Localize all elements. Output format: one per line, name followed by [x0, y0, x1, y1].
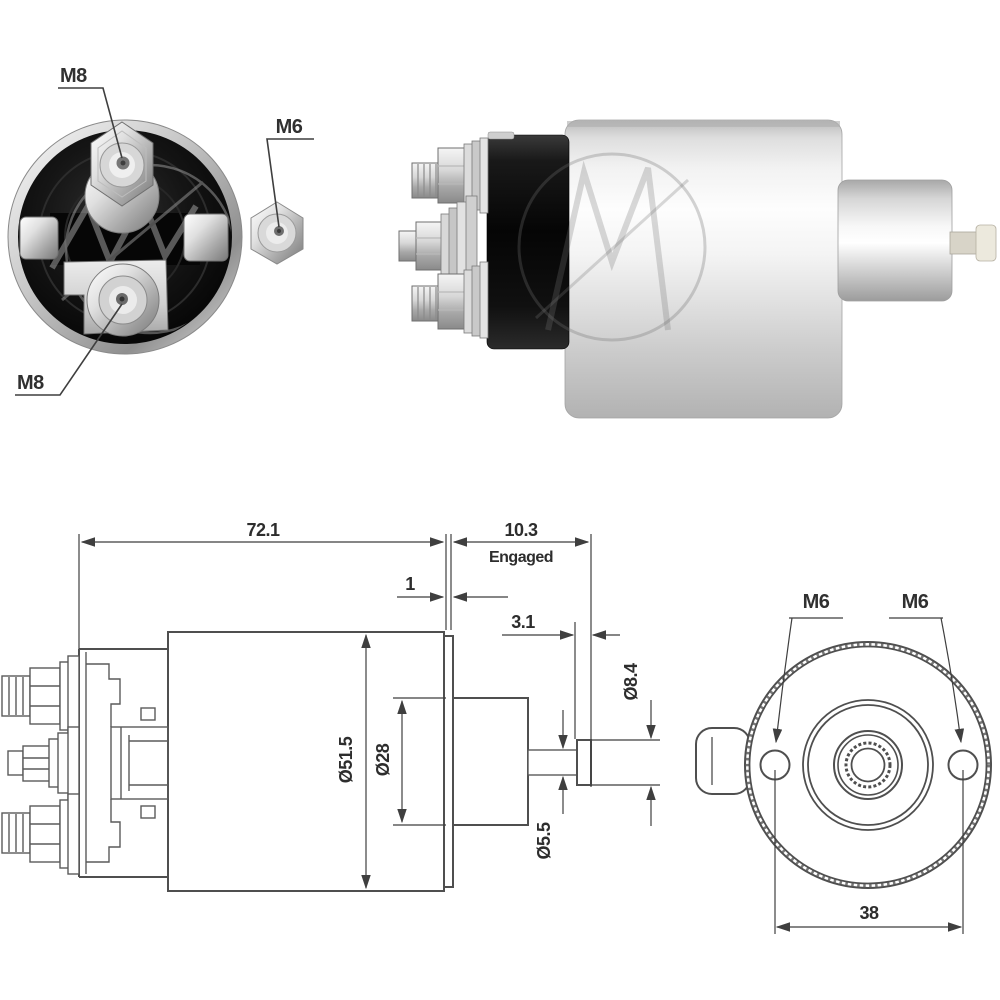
terminal-bolts-side: [398, 137, 489, 339]
bolt-middle: [398, 195, 478, 293]
plunger-pin-shaft: [949, 231, 979, 255]
terminal-side-leader: [266, 138, 314, 228]
side-terminal-protrusion: [695, 727, 751, 795]
front-view-photo: M8 M6 M8: [7, 65, 314, 396]
terminal-bolts-outline: [1, 655, 80, 875]
outer-shell-circle: [744, 641, 992, 889]
mounting-flange: [443, 635, 454, 888]
dim-flange-thickness: 1: [405, 574, 415, 594]
terminal-side-label: M6: [276, 116, 303, 138]
m8-terminal-bottom: [63, 259, 169, 337]
knurled-edge: [745, 642, 991, 888]
hub-ring: [833, 730, 903, 800]
dim-tip-length: 3.1: [511, 612, 535, 632]
bolt-bottom: [411, 261, 489, 339]
black-cap-side: [486, 134, 570, 350]
hole-left-leader: [772, 617, 793, 744]
m8-terminal-top: [84, 121, 160, 234]
inner-ring-outer: [802, 699, 934, 831]
zm-logo-watermark-icon: [517, 152, 707, 342]
left-clip-terminal: [19, 216, 59, 260]
terminal-top-leader: [58, 87, 123, 159]
side-dimension-drawing: 72.1 10.3 Engaged 1 3.1 Ø51.5 Ø28: [1, 520, 660, 892]
solenoid-end-face: [7, 119, 304, 355]
dim-hole-spacing: 38: [859, 903, 879, 923]
center-bore-knurl: [844, 741, 892, 789]
hole-right-label: M6: [902, 591, 929, 613]
rear-annotations: M6 M6 38: [772, 591, 965, 934]
rear-dimension-drawing: M6 M6 38: [695, 591, 992, 934]
side-view-photo: [398, 119, 997, 419]
center-bore: [850, 747, 886, 783]
dim-overall-length: 72.1: [246, 520, 280, 540]
front-view-callouts: M8 M6 M8: [15, 65, 314, 396]
hole-left-label: M6: [803, 591, 830, 613]
plunger-tip: [576, 739, 592, 786]
bolt-top: [411, 137, 489, 214]
dim-neck-diameter: Ø28: [373, 743, 393, 776]
solenoid-side-photo: [398, 119, 997, 419]
main-body: [167, 631, 445, 892]
terminal-bottom-leader: [15, 303, 123, 396]
cap-clip-strip: [487, 131, 515, 140]
dim-plunger-travel: 10.3: [504, 520, 538, 540]
dim-plunger-travel-note: Engaged: [489, 549, 553, 566]
plunger-cylinder: [837, 179, 953, 302]
cap-outline: [78, 648, 169, 878]
solenoid-outline: [1, 631, 592, 892]
dimension-annotations: 72.1 10.3 Engaged 1 3.1 Ø51.5 Ø28: [78, 520, 660, 890]
rear-outline: [695, 641, 992, 889]
hole-right-leader: [940, 617, 965, 744]
dim-shaft-diameter: Ø5.5: [534, 822, 554, 860]
dim-body-diameter: Ø51.5: [336, 736, 356, 783]
dim-tip-diameter: Ø8.4: [621, 663, 641, 701]
right-clip-terminal: [183, 213, 229, 262]
neck-cylinder: [452, 697, 529, 826]
plunger-shaft: [527, 749, 578, 776]
terminal-bottom-label: M8: [17, 372, 44, 394]
terminal-top-label: M8: [60, 65, 87, 87]
plunger-pin-tip: [975, 224, 997, 262]
